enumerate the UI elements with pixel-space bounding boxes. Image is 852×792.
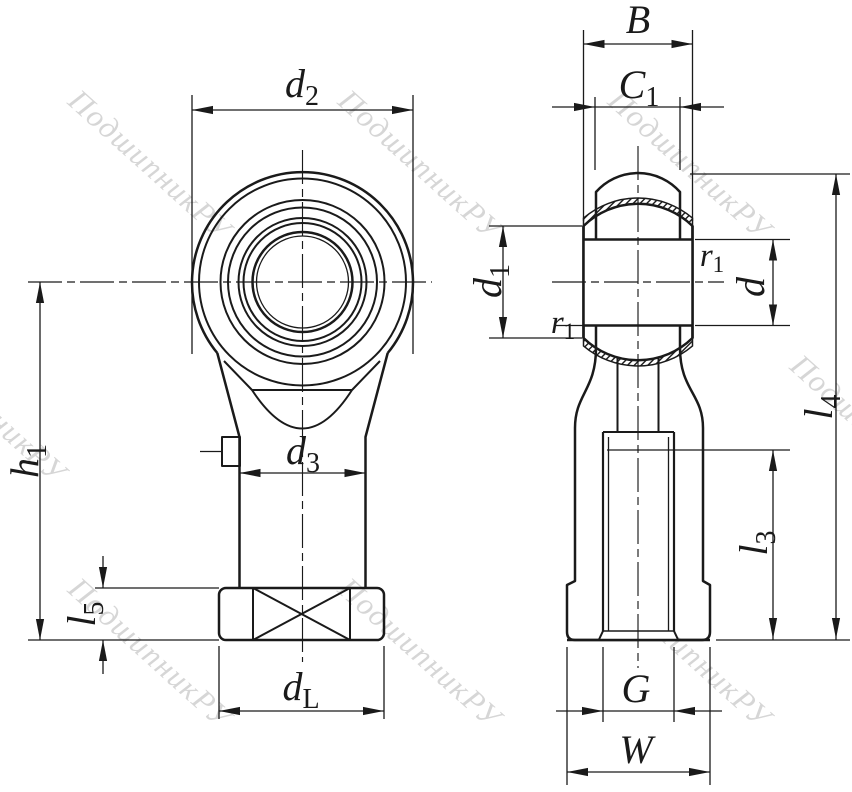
dim-label-dL: dL bbox=[282, 664, 319, 715]
outer-ring-circle bbox=[219, 199, 386, 365]
dim-label-d3: d3 bbox=[286, 428, 320, 479]
liner-band-bottom bbox=[582, 336, 694, 367]
bore-exit-chamfer bbox=[598, 630, 604, 640]
dim-label-h1: h1 bbox=[2, 444, 53, 478]
dim-label-d: d bbox=[728, 276, 773, 297]
dim-label-l4: l4 bbox=[796, 394, 847, 419]
dim-C1 bbox=[552, 97, 724, 170]
ball-edge-circle bbox=[237, 217, 368, 347]
bore-exit-chamfer bbox=[673, 630, 679, 640]
dim-dL bbox=[218, 646, 385, 719]
liner-band-top bbox=[582, 197, 694, 228]
head-inner-contour bbox=[198, 177, 407, 387]
neck-transition bbox=[223, 360, 381, 430]
housing-section bbox=[565, 171, 712, 642]
dim-l3 bbox=[607, 449, 790, 640]
hex-base bbox=[217, 586, 386, 642]
dim-label-d2: d2 bbox=[285, 61, 319, 112]
dim-G bbox=[556, 647, 722, 722]
dim-d2 bbox=[191, 95, 414, 354]
dim-h1 bbox=[28, 282, 219, 641]
dim-label-W: W bbox=[619, 727, 656, 772]
dim-label-l3: l3 bbox=[731, 530, 782, 555]
ball-chamfer-circle bbox=[242, 222, 363, 342]
flats-cross-diagonal bbox=[252, 587, 351, 641]
bore-chamfer-circle bbox=[255, 235, 350, 329]
dim-label-l5: l5 bbox=[59, 601, 110, 626]
dim-d1 bbox=[489, 225, 582, 339]
front-view bbox=[28, 150, 432, 662]
dim-l5 bbox=[95, 556, 219, 674]
dimension-labels: d2 h1 l5 d3 dL B C1 d1 r1 r1 d l4 l3 G W bbox=[2, 0, 847, 772]
dim-label-B: B bbox=[626, 0, 650, 42]
bore-circle bbox=[251, 230, 354, 334]
dim-B bbox=[582, 30, 694, 221]
section-view bbox=[552, 146, 724, 668]
raceway-circle bbox=[227, 206, 378, 358]
dim-W bbox=[566, 647, 711, 785]
dim-label-d1: d1 bbox=[465, 264, 516, 298]
dim-l4 bbox=[690, 173, 850, 641]
dim-label-r1-lower: r1 bbox=[551, 305, 575, 344]
dim-d3 bbox=[239, 468, 366, 478]
dimensions bbox=[28, 30, 850, 785]
dim-label-C1: C1 bbox=[619, 62, 660, 113]
grease-nipple bbox=[221, 436, 241, 467]
dim-label-G: G bbox=[622, 666, 651, 711]
dim-label-r1-upper: r1 bbox=[700, 238, 724, 277]
dim-d bbox=[695, 238, 790, 327]
